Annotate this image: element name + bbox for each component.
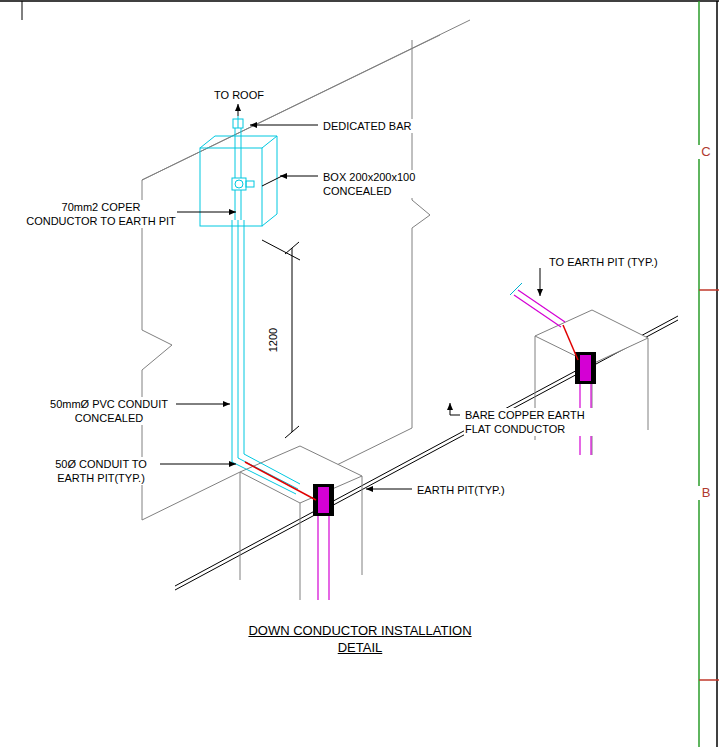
wall-outline (142, 20, 470, 520)
sheet-zone-letter: B (698, 486, 714, 500)
callout-label: DEDICATED BAR (322, 119, 434, 133)
earth-pit (240, 446, 362, 600)
dimension-line (262, 240, 300, 438)
earth-electrode (313, 484, 334, 600)
callout-label: TO ROOF (203, 88, 275, 102)
sheet-zone-letter: C (698, 145, 714, 159)
copper-conductor (245, 462, 316, 500)
callout-label: BARE COPPER EARTH FLAT CONDUCTOR (464, 408, 594, 436)
callout-label: EARTH PIT(TYP.) (416, 483, 528, 497)
callout-label: 70mm2 COPER CONDUCTOR TO EARTH PIT (25, 200, 177, 228)
callout-label: BOX 200x200x100 CONCEALED (322, 170, 428, 198)
pvc-conduit (232, 220, 300, 494)
dedicated-bar (232, 116, 254, 220)
dimension-value: 1200 (266, 319, 280, 361)
drawing-title: DOWN CONDUCTOR INSTALLATION DETAIL (225, 622, 495, 656)
callout-label: 50mmØ PVC CONDUIT CONCEALED (43, 397, 175, 425)
callout-label: TO EARTH PIT (TYP.) (548, 255, 680, 269)
callout-label: 50Ø CONDUIT TO EARTH PIT(TYP.) (45, 457, 157, 485)
